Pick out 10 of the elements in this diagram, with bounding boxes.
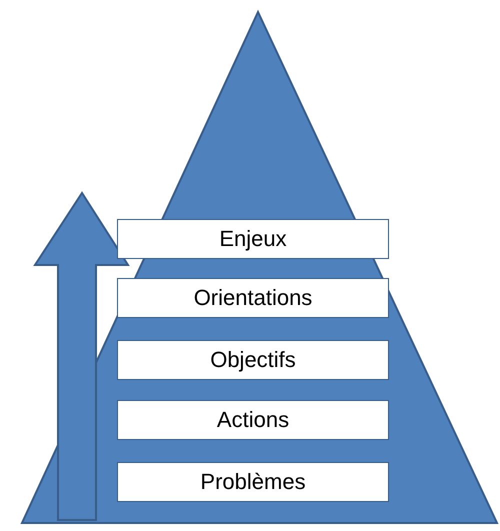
level-label: Actions — [216, 407, 290, 433]
level-box — [117, 462, 389, 502]
level-label: Orientations — [194, 285, 312, 311]
level-label: Problèmes — [200, 469, 306, 495]
level-label: Enjeux — [219, 226, 287, 252]
level-box — [117, 400, 389, 440]
level-box — [117, 278, 389, 318]
level-label: Objectifs — [210, 347, 296, 373]
level-box — [117, 340, 389, 380]
level-box — [117, 219, 389, 259]
